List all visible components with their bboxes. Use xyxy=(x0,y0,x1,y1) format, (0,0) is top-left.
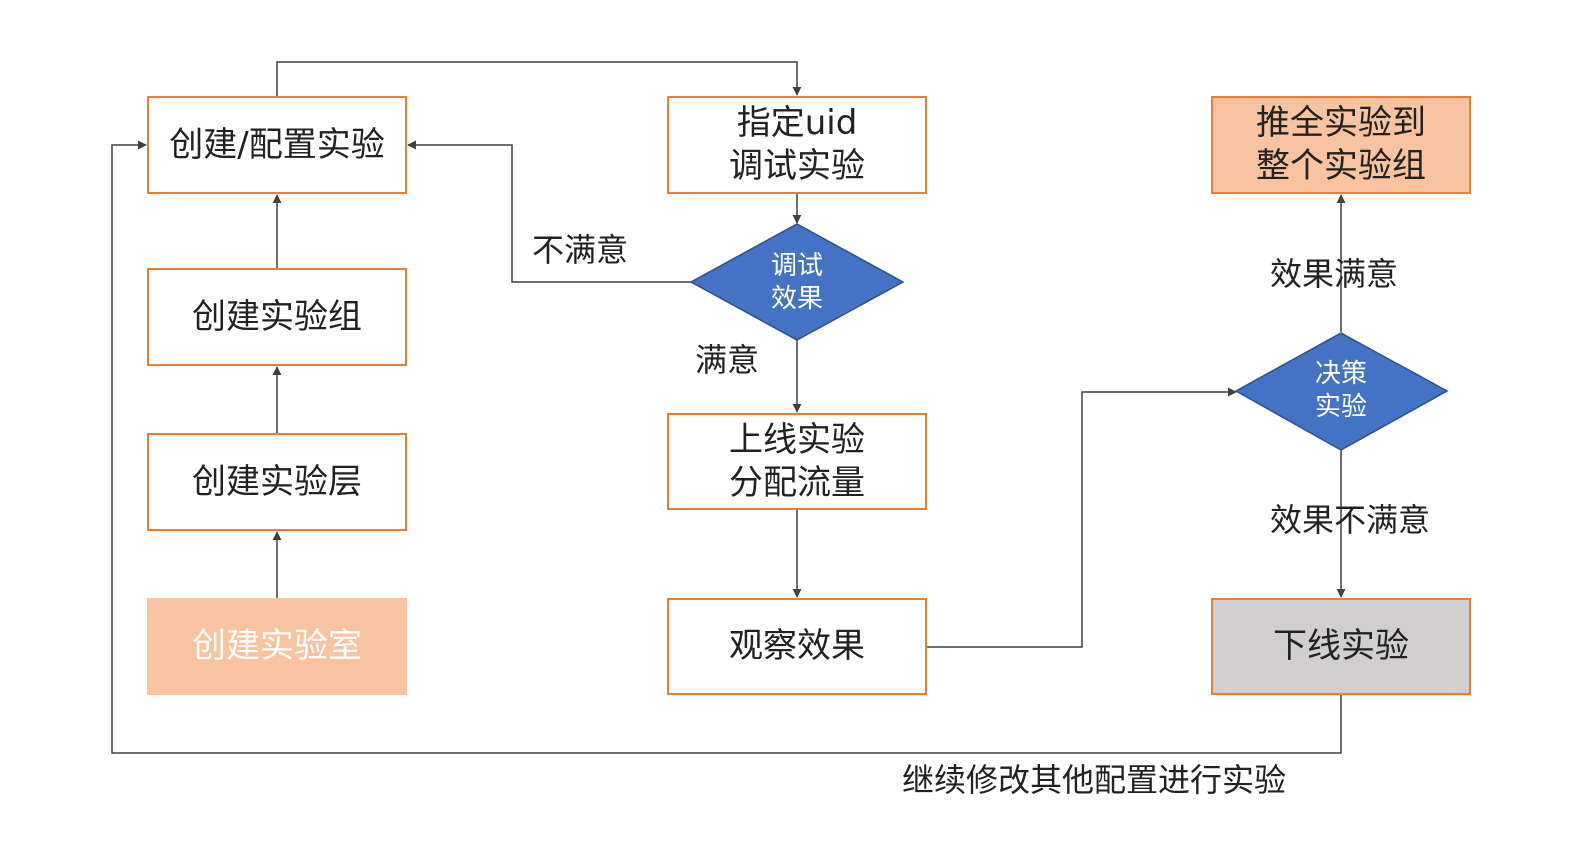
arrow-config-to-uid xyxy=(276,61,802,96)
node-create-layer: 创建实验层 xyxy=(147,433,407,531)
diamond-decide xyxy=(1234,332,1449,451)
node-create-lab: 创建实验室 xyxy=(147,598,407,695)
label-effect-satisfied: 效果满意 xyxy=(1270,255,1399,293)
label-unsatisfied: 不满意 xyxy=(532,231,629,269)
arrow-observe-to-decide xyxy=(926,387,1237,648)
label-continue: 继续修改其他配置进行实验 xyxy=(902,761,1287,799)
arrow-offline-loop xyxy=(111,140,1342,754)
node-observe: 观察效果 xyxy=(667,598,927,695)
diamond-decide-label: 决策 实验 xyxy=(1314,359,1367,422)
node-assign-uid: 指定uid 调试实验 xyxy=(667,96,927,194)
diamond-debug-effect xyxy=(689,223,905,341)
arrow-debug-unsatisfied xyxy=(407,140,691,283)
diamond-debug-effect-label: 调试 效果 xyxy=(770,251,823,314)
label-effect-unsatisfied: 效果不满意 xyxy=(1270,501,1431,539)
node-offline: 下线实验 xyxy=(1211,598,1471,695)
node-create-config: 创建/配置实验 xyxy=(147,96,407,194)
node-push-all: 推全实验到 整个实验组 xyxy=(1211,96,1471,194)
node-launch: 上线实验 分配流量 xyxy=(667,413,927,510)
node-create-group: 创建实验组 xyxy=(147,268,407,366)
label-satisfied: 满意 xyxy=(695,341,760,379)
